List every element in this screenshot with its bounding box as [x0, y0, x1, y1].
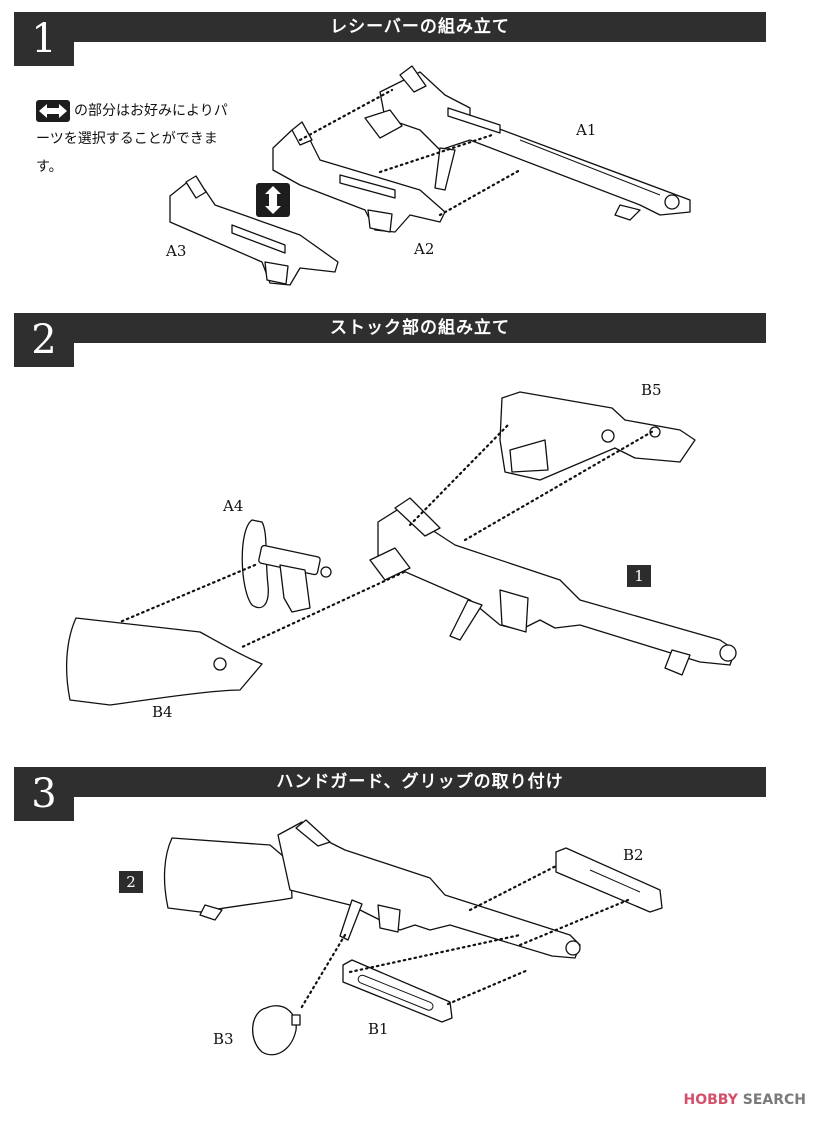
step-3-header: 3 ハンドガード、グリップの取り付け [14, 767, 766, 821]
part-label-b3: B3 [213, 1030, 234, 1048]
step-1-header: 1 レシーバーの組み立て [14, 12, 766, 66]
part-choice-note-text: の部分はお好みによりパーツを選択することができます。 [36, 103, 228, 175]
part-label-a4: A4 [223, 497, 244, 515]
step-1-title: レシーバーの組み立て [74, 12, 766, 42]
step-3-number: 3 [14, 767, 74, 821]
part-b1-drawing [342, 959, 453, 1023]
part-b3-drawing [252, 1005, 301, 1056]
part-label-a2: A2 [414, 240, 435, 258]
left-right-arrow-icon [36, 100, 70, 122]
part-label-b1: B1 [368, 1020, 389, 1038]
step-2-title: ストック部の組み立て [74, 313, 766, 343]
part-label-b4: B4 [152, 703, 173, 721]
part-choice-note: の部分はお好みによりパーツを選択することができます。 [36, 97, 236, 181]
part-a3-drawing [169, 175, 339, 286]
part-b5-drawing [499, 391, 696, 481]
stock-assembly-drawing [163, 819, 581, 959]
step-2-header: 2 ストック部の組み立て [14, 313, 766, 367]
step-1-reference-badge: 1 [627, 565, 651, 587]
part-label-a1: A1 [576, 121, 597, 139]
watermark-brand: HOBBY [683, 1092, 738, 1108]
part-label-b2: B2 [623, 846, 644, 864]
part-label-a3: A3 [166, 242, 187, 260]
part-a2-drawing [272, 121, 446, 233]
part-a1-drawing [364, 65, 691, 221]
step-3-title: ハンドガード、グリップの取り付け [74, 767, 766, 797]
step-2-number: 2 [14, 313, 74, 367]
part-b4-drawing [65, 617, 263, 706]
part-b2-drawing [555, 847, 663, 913]
up-down-arrow-icon [256, 183, 290, 217]
part-a4-drawing [241, 519, 332, 613]
part-label-b5: B5 [641, 381, 662, 399]
hobby-search-watermark: HOBBY SEARCH [684, 1092, 806, 1108]
watermark-suffix: SEARCH [742, 1092, 806, 1108]
step-1-number: 1 [14, 12, 74, 66]
step-2-reference-badge: 2 [119, 871, 143, 893]
